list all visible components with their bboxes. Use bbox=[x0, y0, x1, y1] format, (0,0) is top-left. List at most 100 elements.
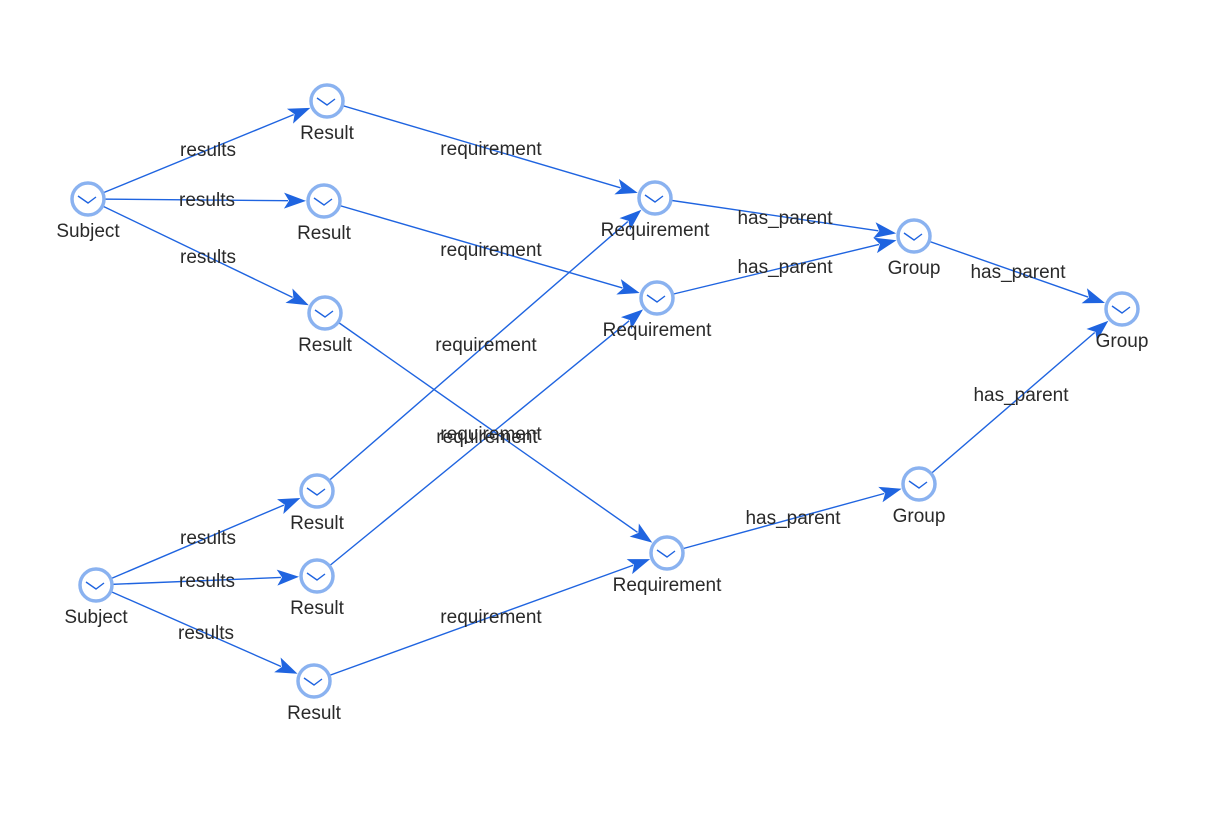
edge-label-has-parent: has_parent bbox=[737, 208, 833, 229]
node-subject-1[interactable]: Subject bbox=[56, 181, 120, 242]
node-group-2[interactable]: Group bbox=[893, 466, 946, 527]
group-node-icon[interactable] bbox=[896, 218, 932, 254]
subject-label: Subject bbox=[64, 607, 128, 628]
arrowhead-icon bbox=[626, 559, 651, 575]
edge-result-1-to-requirement-1 bbox=[326, 100, 621, 189]
node-result-5[interactable]: Result bbox=[290, 558, 345, 619]
edge-subject-1-to-result-1 bbox=[87, 114, 294, 200]
edge-label-requirement: requirement bbox=[436, 427, 538, 448]
node-group-3[interactable]: Group bbox=[1096, 291, 1149, 352]
edge-label-results: results bbox=[179, 571, 235, 592]
edge-junction-icon bbox=[313, 197, 333, 206]
edge-result-5-to-requirement-2 bbox=[316, 320, 630, 577]
edge-label-has-parent: has_parent bbox=[745, 508, 841, 529]
edge-requirement-1-to-group-1 bbox=[654, 197, 879, 232]
group-label: Group bbox=[893, 506, 946, 527]
edge-subject-2-to-result-5 bbox=[95, 576, 282, 586]
result-label: Result bbox=[298, 335, 353, 356]
result-label: Result bbox=[290, 598, 345, 619]
edge-junction-icon bbox=[644, 194, 664, 203]
edge-label-requirement: requirement bbox=[435, 335, 537, 356]
result-label: Result bbox=[300, 123, 355, 144]
edge-label-requirement: requirement bbox=[440, 139, 542, 160]
subject-node-icon[interactable] bbox=[70, 181, 106, 217]
edge-junction-icon bbox=[303, 677, 323, 686]
result-node-icon[interactable] bbox=[307, 295, 343, 331]
node-subject-2[interactable]: Subject bbox=[64, 567, 128, 628]
requirement-node-icon[interactable] bbox=[639, 280, 675, 316]
arrowhead-icon bbox=[1081, 288, 1106, 304]
subject-node-icon[interactable] bbox=[78, 567, 114, 603]
edge-junction-icon bbox=[646, 294, 666, 303]
group-label: Group bbox=[888, 258, 941, 279]
edge-group-2-to-group-3 bbox=[918, 331, 1096, 485]
arrowhead-icon bbox=[616, 279, 640, 295]
arrowhead-icon bbox=[283, 192, 307, 209]
result-node-icon[interactable] bbox=[309, 83, 345, 119]
result-node-icon[interactable] bbox=[296, 663, 332, 699]
node-result-6[interactable]: Result bbox=[287, 663, 342, 724]
edge-result-4-to-requirement-1 bbox=[316, 221, 629, 492]
edge-junction-icon bbox=[314, 309, 334, 318]
edge-label-has-parent: has_parent bbox=[973, 385, 1069, 406]
arrowhead-icon bbox=[276, 569, 300, 586]
edge-subject-2-to-result-4 bbox=[95, 504, 285, 586]
requirement-node-icon[interactable] bbox=[649, 535, 685, 571]
arrowhead-icon bbox=[629, 523, 653, 543]
edge-subject-2-to-result-6 bbox=[95, 584, 282, 668]
result-label: Result bbox=[287, 703, 342, 724]
subject-label: Subject bbox=[56, 221, 120, 242]
edge-label-results: results bbox=[179, 190, 235, 211]
arrowhead-icon bbox=[873, 222, 897, 239]
result-node-icon[interactable] bbox=[299, 558, 335, 594]
requirement-label: Requirement bbox=[603, 320, 712, 341]
edge-junction-icon bbox=[656, 549, 676, 558]
edge-result-2-to-requirement-2 bbox=[323, 200, 623, 289]
edges-layer bbox=[87, 100, 1109, 682]
arrowhead-icon bbox=[873, 237, 897, 254]
edge-junction-icon bbox=[316, 97, 336, 106]
group-label: Group bbox=[1096, 331, 1149, 352]
requirement-node-icon[interactable] bbox=[637, 180, 673, 216]
result-node-icon[interactable] bbox=[299, 473, 335, 509]
arrowhead-icon bbox=[619, 209, 642, 231]
node-result-4[interactable]: Result bbox=[290, 473, 345, 534]
edge-label-results: results bbox=[180, 528, 236, 549]
edge-junction-icon bbox=[306, 487, 326, 496]
arrowhead-icon bbox=[274, 657, 298, 674]
node-result-3[interactable]: Result bbox=[298, 295, 353, 356]
edge-label-has-parent: has_parent bbox=[737, 257, 833, 278]
result-label: Result bbox=[297, 223, 352, 244]
arrowhead-icon bbox=[286, 107, 311, 124]
edge-result-6-to-requirement-3 bbox=[313, 564, 634, 682]
arrowhead-icon bbox=[285, 288, 309, 306]
node-requirement-1[interactable]: Requirement bbox=[601, 180, 710, 241]
node-group-1[interactable]: Group bbox=[888, 218, 941, 279]
edge-subject-1-to-result-3 bbox=[87, 198, 293, 299]
arrowhead-icon bbox=[614, 178, 638, 195]
edge-requirement-3-to-group-2 bbox=[666, 492, 885, 554]
edge-junction-icon bbox=[1111, 305, 1131, 314]
edge-junction-icon bbox=[77, 195, 97, 204]
node-requirement-2[interactable]: Requirement bbox=[603, 280, 712, 341]
arrowhead-icon bbox=[620, 309, 644, 330]
result-node-icon[interactable] bbox=[306, 183, 342, 219]
requirement-label: Requirement bbox=[613, 575, 722, 596]
result-label: Result bbox=[290, 513, 345, 534]
edge-label-results: results bbox=[180, 140, 236, 161]
edge-junction-icon bbox=[306, 572, 326, 581]
edge-junction-icon bbox=[908, 480, 928, 489]
edge-group-1-to-group-3 bbox=[913, 235, 1089, 298]
arrowhead-icon bbox=[1086, 320, 1109, 342]
node-requirement-3[interactable]: Requirement bbox=[613, 535, 722, 596]
group-node-icon[interactable] bbox=[1104, 291, 1140, 327]
edge-label-results: results bbox=[178, 623, 234, 644]
edge-label-has-parent: has_parent bbox=[970, 262, 1066, 283]
node-result-2[interactable]: Result bbox=[297, 183, 352, 244]
node-result-1[interactable]: Result bbox=[300, 83, 355, 144]
edge-label-requirement: requirement bbox=[440, 424, 542, 445]
edge-subject-1-to-result-2 bbox=[87, 198, 289, 202]
group-node-icon[interactable] bbox=[901, 466, 937, 502]
